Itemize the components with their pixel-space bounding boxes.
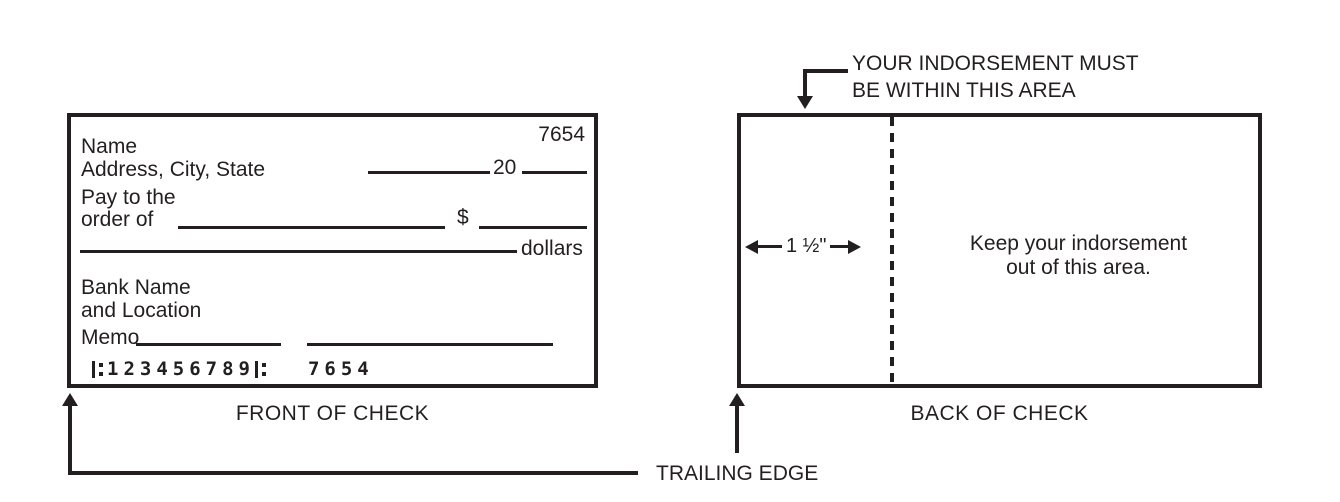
dollar-sign: $ [457, 206, 469, 229]
micr-check-number: 7654 [307, 358, 374, 380]
front-address-label: Address, City, State [81, 158, 266, 181]
keep-out-line2: out of this area. [1006, 256, 1151, 279]
back-check-box: 1 ½" Keep your indorsement out of this a… [737, 113, 1262, 388]
note-arrow-vertical-line [803, 69, 807, 97]
bank-name-label: Bank Name [81, 276, 191, 299]
indorsement-note-line1: YOUR INDORSEMENT MUST [852, 52, 1139, 75]
trailing-edge-connector-line [68, 471, 638, 475]
front-trailing-arrow-up-icon [62, 393, 78, 406]
indorsement-area-note: YOUR INDORSEMENT MUST BE WITHIN THIS ARE… [852, 50, 1139, 104]
measure-label: 1 ½" [786, 235, 827, 257]
note-arrow-horizontal-line [803, 69, 848, 73]
micr-transit-symbol-icon [92, 360, 104, 378]
front-check-number: 7654 [538, 123, 585, 146]
dollars-label: dollars [521, 237, 583, 260]
front-trailing-arrow-shaft [68, 405, 72, 471]
amount-box-line [479, 226, 587, 229]
date-year-line [522, 171, 587, 174]
order-of-label: order of [81, 208, 154, 231]
bank-location-label: and Location [81, 299, 202, 322]
payee-line [178, 226, 445, 229]
signature-line [307, 343, 553, 346]
micr-routing-number: 123456789 [107, 358, 255, 380]
date-year-prefix: 20 [493, 156, 517, 179]
indorsement-note-line2: BE WITHIN THIS AREA [852, 79, 1076, 102]
back-trailing-arrow-shaft [735, 405, 739, 453]
front-check-box: Name Address, City, State 7654 20 Pay to… [67, 113, 598, 388]
micr-line: 123456789 7654 [92, 358, 374, 380]
pay-to-the-label: Pay to the [81, 186, 176, 209]
measure-arrow-right-icon [848, 239, 862, 254]
keep-out-line1: Keep your indorsement [969, 232, 1188, 255]
back-trailing-arrow-up-icon [729, 393, 745, 406]
micr-transit-symbol-icon [254, 360, 267, 378]
front-check-caption: FRONT OF CHECK [235, 402, 430, 425]
trailing-edge-label: TRAILING EDGE [656, 462, 819, 485]
front-name-label: Name [81, 135, 138, 158]
indorsement-boundary-dashed-line [890, 117, 894, 384]
back-check-caption: BACK OF CHECK [910, 402, 1089, 425]
amount-words-line [80, 250, 517, 253]
memo-label: Memo [81, 326, 140, 349]
keep-out-note: Keep your indorsement out of this area. [906, 232, 1251, 280]
indorsement-width-measure: 1 ½" [745, 235, 881, 258]
measure-shaft-right [830, 245, 849, 248]
measure-shaft-left [758, 245, 782, 248]
date-line [368, 171, 490, 174]
note-arrow-down-icon [797, 96, 813, 109]
measure-arrow-left-icon [745, 239, 758, 254]
memo-line [136, 343, 281, 346]
